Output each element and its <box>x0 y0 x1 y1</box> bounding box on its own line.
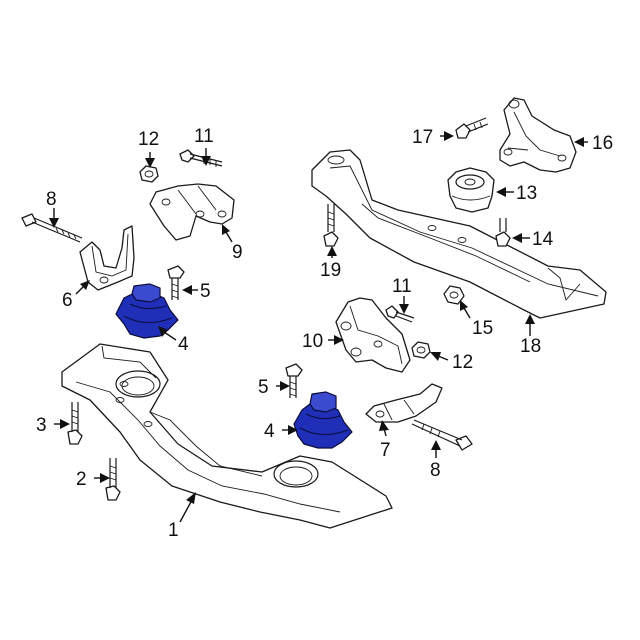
bolt-19 <box>323 204 339 247</box>
callout-10: 10 <box>302 331 323 352</box>
bolt-11-right <box>385 305 415 323</box>
callout-5-right: 5 <box>258 377 269 398</box>
bolt-2 <box>105 458 121 501</box>
crossmember-upper <box>311 149 607 319</box>
callout-19: 19 <box>320 260 341 281</box>
callout-16: 16 <box>592 133 613 154</box>
crossmember-lower <box>61 343 393 529</box>
callout-9: 9 <box>232 242 243 263</box>
stud-17 <box>455 117 489 139</box>
nut-12-right <box>411 341 431 359</box>
bolt-3 <box>67 402 83 445</box>
callout-11-right: 11 <box>392 276 412 297</box>
bolt-11-left <box>179 149 223 167</box>
callout-6: 6 <box>62 290 73 311</box>
bolt-8-right <box>411 419 473 451</box>
callout-18: 18 <box>520 336 541 357</box>
callout-11-left: 11 <box>194 126 214 147</box>
callout-1: 1 <box>168 520 179 541</box>
nut-15 <box>443 285 465 305</box>
engine-mount-right <box>293 391 353 449</box>
callout-labels: 1 2 3 4 4 5 5 6 7 8 8 9 10 11 11 12 12 1… <box>36 126 613 541</box>
nut-12-left <box>139 165 159 183</box>
bolt-8-left <box>21 213 83 243</box>
callout-17: 17 <box>412 127 433 148</box>
bracket-top-right <box>499 97 577 173</box>
callout-3: 3 <box>36 415 47 436</box>
bracket-left-upper <box>149 183 235 241</box>
callout-2: 2 <box>76 469 87 490</box>
callout-15: 15 <box>472 318 493 339</box>
stud-5-right <box>285 363 303 398</box>
callout-4-left: 4 <box>178 334 189 355</box>
callout-12-right: 12 <box>452 352 473 373</box>
callout-8-right: 8 <box>430 460 441 481</box>
callout-4-right: 4 <box>264 421 275 442</box>
callout-12-left: 12 <box>138 129 159 150</box>
engine-mount-left <box>115 283 179 339</box>
callout-13: 13 <box>516 183 537 204</box>
bracket-right <box>335 297 411 373</box>
callout-7: 7 <box>380 440 391 461</box>
leader-lines <box>49 131 588 523</box>
bracket-small <box>365 383 443 423</box>
callout-8-left: 8 <box>46 189 57 210</box>
engine-mount-upper <box>447 167 495 213</box>
callout-14: 14 <box>532 229 554 250</box>
heat-shield <box>79 225 135 291</box>
stud-5-left <box>167 265 185 300</box>
bolt-14 <box>495 218 511 247</box>
callout-5-left: 5 <box>200 281 211 302</box>
